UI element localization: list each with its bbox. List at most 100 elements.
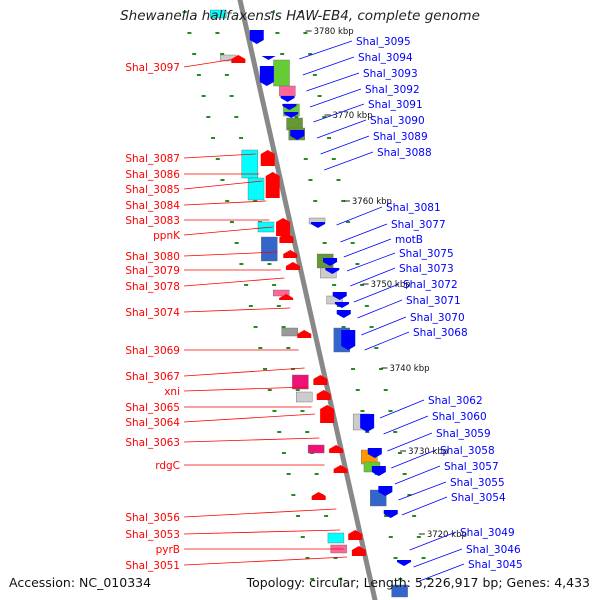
right-gene-label: Shal_3094 — [358, 52, 413, 64]
gene-box-reverse — [279, 85, 296, 97]
right-gene-leader — [299, 40, 353, 60]
left-gene-leader — [183, 277, 285, 287]
gene-box-forward — [273, 289, 290, 297]
gene-box-forward — [257, 221, 275, 233]
left-gene-label: Shal_3083 — [125, 215, 180, 227]
left-gene-leader — [183, 226, 273, 236]
genome-backbone — [237, 0, 378, 600]
right-gene-leader — [316, 119, 367, 139]
accession-text: Accession: NC_010334 — [9, 575, 152, 590]
gene-box-forward — [261, 236, 278, 262]
left-gene-label: Shal_3063 — [125, 437, 180, 449]
map-title: Shewanella halifaxensis HAW-EB4, complet… — [120, 8, 480, 24]
scale-label: 3730 kbp — [408, 447, 448, 457]
left-gene-label: Shal_3087 — [125, 153, 180, 165]
right-gene-leader — [306, 72, 360, 92]
reverse-strand-arrow — [332, 292, 347, 300]
left-gene-leader — [183, 307, 291, 313]
reverse-strand-arrow — [397, 560, 411, 566]
gene-box-reverse — [391, 584, 408, 598]
right-gene-label: Shal_3089 — [373, 131, 428, 143]
left-gene-leader — [183, 367, 305, 377]
right-gene-leader — [401, 496, 448, 516]
right-gene-label: Shal_3072 — [403, 279, 458, 291]
right-gene-label: motB — [395, 234, 423, 246]
left-gene-label: Shal_3051 — [125, 560, 180, 572]
forward-strand-arrow — [316, 390, 331, 400]
left-gene-leader — [183, 251, 278, 257]
reverse-strand-arrow — [334, 302, 349, 308]
left-gene-label: Shal_3064 — [125, 417, 180, 429]
reverse-strand-arrow — [280, 96, 295, 102]
left-gene-label: pyrB — [156, 544, 180, 556]
right-gene-leader — [302, 56, 355, 76]
topology-text: Topology: circular; Length: 5,226,917 bp… — [246, 575, 590, 590]
reverse-strand-arrow — [259, 66, 274, 86]
right-gene-label: Shal_3077 — [391, 219, 446, 231]
left-gene-label: Shal_3078 — [125, 281, 180, 293]
right-gene-leader — [379, 399, 425, 419]
right-gene-leader — [383, 415, 429, 435]
right-gene-leader — [313, 103, 365, 123]
right-gene-label: Shal_3092 — [365, 84, 420, 96]
reverse-strand-arrow — [282, 104, 297, 110]
right-gene-label: Shal_3049 — [460, 527, 515, 539]
left-gene-leader — [183, 529, 341, 535]
right-gene-label: Shal_3055 — [450, 477, 505, 489]
forward-strand-arrow — [348, 530, 363, 540]
left-gene-label: ppnK — [153, 230, 181, 242]
right-gene-leader — [324, 151, 374, 171]
forward-strand-arrow — [320, 405, 335, 423]
left-gene-label: Shal_3085 — [125, 184, 180, 196]
left-gene-leader — [183, 437, 320, 443]
left-gene-leader — [183, 58, 236, 68]
right-gene-label: Shal_3070 — [410, 312, 465, 324]
left-gene-leader — [183, 153, 256, 159]
right-gene-leader — [409, 531, 457, 551]
right-gene-label: Shal_3045 — [468, 559, 523, 571]
left-gene-label: Shal_3069 — [125, 345, 180, 357]
scale-label: 3770 kbp — [333, 111, 373, 121]
left-gene-label: xni — [164, 386, 180, 398]
left-gene-leader — [183, 413, 315, 423]
right-gene-leader — [398, 481, 447, 501]
right-gene-label: Shal_3057 — [444, 461, 499, 473]
forward-strand-arrow — [279, 233, 294, 243]
gene-box-forward — [296, 391, 313, 403]
right-gene-label: Shal_3060 — [432, 411, 487, 423]
gene-box-reverse — [273, 59, 290, 87]
scale-label: 3750 kbp — [371, 280, 411, 290]
left-gene-leader — [183, 508, 337, 518]
forward-strand-arrow — [297, 330, 312, 338]
right-gene-leader — [336, 206, 383, 226]
forward-strand-arrow — [231, 55, 246, 63]
forward-strand-arrow — [311, 492, 326, 500]
right-gene-label: Shal_3088 — [377, 147, 432, 159]
reverse-strand-arrow — [341, 330, 356, 350]
right-gene-leader — [416, 563, 465, 583]
forward-strand-arrow — [279, 294, 294, 300]
reverse-strand-arrow — [325, 268, 340, 274]
left-gene-label: Shal_3053 — [125, 529, 180, 541]
right-gene-label: Shal_3091 — [368, 99, 423, 111]
scale-label: 3780 kbp — [314, 27, 354, 37]
right-gene-label: Shal_3095 — [356, 36, 411, 48]
reverse-strand-arrow — [360, 414, 375, 432]
forward-strand-arrow — [260, 150, 275, 166]
right-gene-label: Shal_3073 — [399, 263, 454, 275]
left-gene-leader — [183, 386, 308, 392]
right-gene-leader — [340, 223, 388, 243]
reverse-strand-arrow — [371, 466, 386, 476]
reverse-strand-arrow — [249, 30, 264, 44]
right-gene-label: Shal_3062 — [428, 395, 483, 407]
right-gene-label: Shal_3046 — [466, 544, 521, 556]
left-gene-label: Shal_3097 — [125, 62, 180, 74]
forward-strand-arrow — [313, 375, 328, 385]
left-gene-label: Shal_3086 — [125, 169, 180, 181]
left-gene-leader — [183, 200, 267, 206]
right-gene-label: Shal_3068 — [413, 327, 468, 339]
right-gene-leader — [320, 135, 370, 155]
reverse-strand-arrow — [336, 310, 351, 318]
